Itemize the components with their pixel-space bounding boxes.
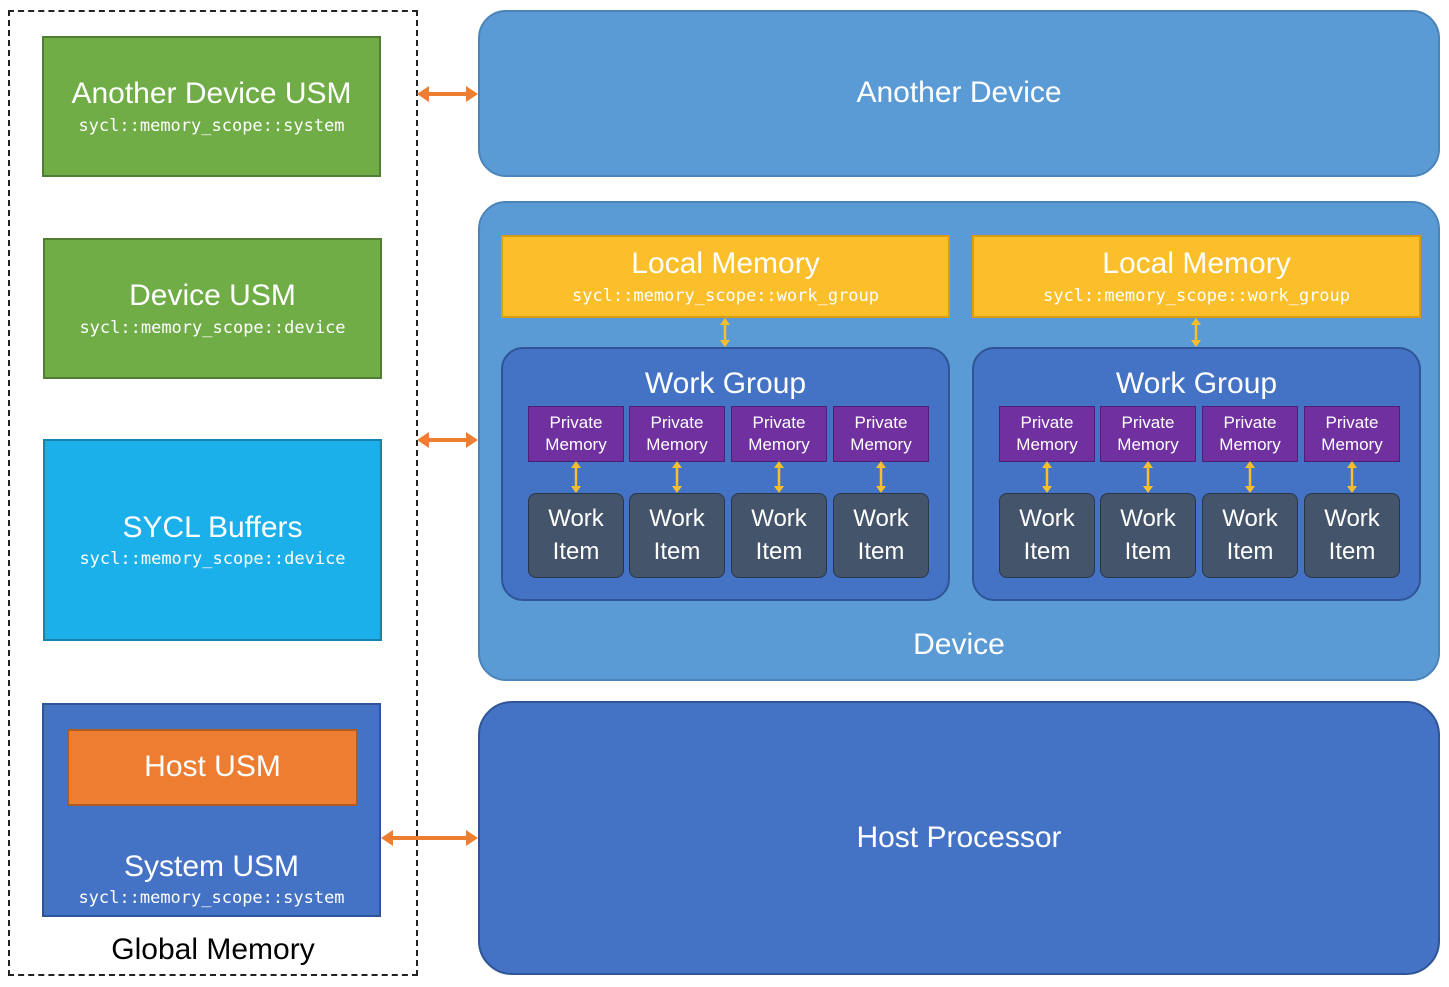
private-memory-box: Private Memory xyxy=(629,406,725,462)
local-memory-title: Local Memory xyxy=(631,247,820,281)
device-usm-scope: sycl::memory_scope::device xyxy=(79,317,346,338)
work-item-box: Work Item xyxy=(833,493,929,578)
local-memory-title: Local Memory xyxy=(1102,247,1291,281)
local-memory-scope: sycl::memory_scope::work_group xyxy=(1042,285,1351,306)
another-device-label: Another Device xyxy=(856,76,1062,110)
private-memory-box: Private Memory xyxy=(1304,406,1400,462)
arrow-another-device xyxy=(417,86,478,102)
system-usm-box: Host USM System USM sycl::memory_scope::… xyxy=(42,703,381,917)
work-group-title: Work Group xyxy=(644,366,807,400)
another-device-box: Another Device xyxy=(478,10,1440,177)
system-usm-text: System USM sycl::memory_scope::system xyxy=(44,843,379,915)
private-memory-box: Private Memory xyxy=(1100,406,1196,462)
private-memory-box: Private Memory xyxy=(1202,406,1298,462)
work-item-box: Work Item xyxy=(731,493,827,578)
arrow-device xyxy=(417,432,478,448)
host-usm-title: Host USM xyxy=(144,750,281,784)
host-processor-box: Host Processor xyxy=(478,701,1440,975)
work-group-title: Work Group xyxy=(1115,366,1278,400)
work-item-box: Work Item xyxy=(1100,493,1196,578)
sycl-buffers-box: SYCL Buffers sycl::memory_scope::device xyxy=(43,439,382,641)
private-memory-box: Private Memory xyxy=(731,406,827,462)
work-item-box: Work Item xyxy=(1202,493,1298,578)
system-usm-title: System USM xyxy=(123,849,300,883)
work-item-box: Work Item xyxy=(999,493,1095,578)
private-memory-box: Private Memory xyxy=(528,406,624,462)
sycl-buffers-scope: sycl::memory_scope::device xyxy=(79,549,346,570)
another-device-usm-box: Another Device USM sycl::memory_scope::s… xyxy=(42,36,381,177)
private-memory-box: Private Memory xyxy=(999,406,1095,462)
device-usm-title: Device USM xyxy=(129,279,296,313)
work-item-box: Work Item xyxy=(629,493,725,578)
device-usm-box: Device USM sycl::memory_scope::device xyxy=(43,238,382,379)
global-memory-region xyxy=(8,10,418,976)
host-usm-box: Host USM xyxy=(67,729,358,806)
private-memory-box: Private Memory xyxy=(833,406,929,462)
system-usm-scope: sycl::memory_scope::system xyxy=(78,888,345,909)
another-device-usm-title: Another Device USM xyxy=(71,77,352,111)
local-memory-scope: sycl::memory_scope::work_group xyxy=(571,285,880,306)
work-item-box: Work Item xyxy=(528,493,624,578)
device-label: Device xyxy=(913,627,1005,661)
work-item-box: Work Item xyxy=(1304,493,1400,578)
host-processor-label: Host Processor xyxy=(856,820,1062,854)
global-memory-label: Global Memory xyxy=(111,933,315,966)
sycl-buffers-title: SYCL Buffers xyxy=(122,510,303,544)
another-device-usm-scope: sycl::memory_scope::system xyxy=(78,115,345,136)
